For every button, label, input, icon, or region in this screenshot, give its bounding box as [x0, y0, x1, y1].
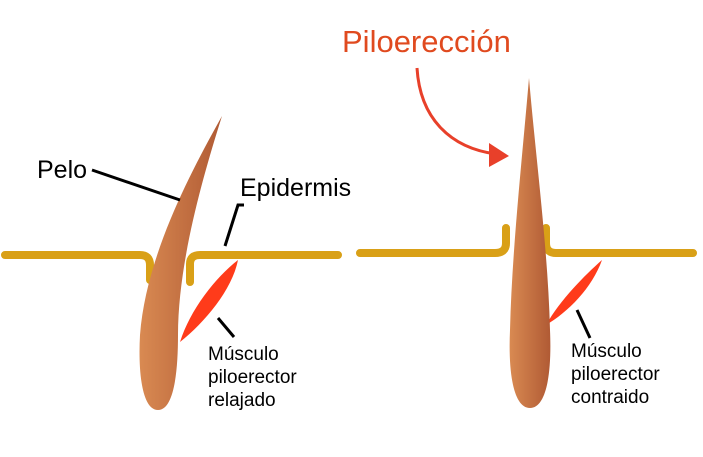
muscle-contracted-label-line-1: Músculo [571, 341, 642, 362]
muscle-relaxed-label-line-2: piloerector [208, 367, 297, 388]
muscle-contracted-label-line-3: contraido [571, 387, 649, 408]
muscle-relaxed-label-line-1: Músculo [208, 344, 279, 365]
hair-label: Pelo [37, 156, 87, 184]
muscle-relaxed [180, 260, 238, 342]
epidermis-right-a [356, 224, 510, 257]
title: Piloerección [342, 24, 511, 59]
epidermis-right-b [542, 224, 697, 257]
hair-tilted [139, 116, 222, 410]
muscle-relaxed-label-line-3: relajado [208, 390, 276, 411]
muscle-contracted-leader-line [575, 309, 592, 339]
epidermis-left-b [186, 251, 342, 286]
muscle-contracted [546, 260, 602, 325]
muscle-relaxed-leader-line [216, 317, 236, 338]
epidermis-label: Epidermis [240, 174, 351, 202]
muscle-contracted-label-line-2: piloerector [571, 364, 660, 385]
arrow-head [489, 143, 509, 167]
epidermis-left-a [1, 251, 154, 284]
arrow-curve [415, 67, 497, 156]
hair-upright [509, 78, 551, 408]
epidermis-leader-line [223, 203, 244, 247]
hair-leader-line [91, 168, 181, 202]
